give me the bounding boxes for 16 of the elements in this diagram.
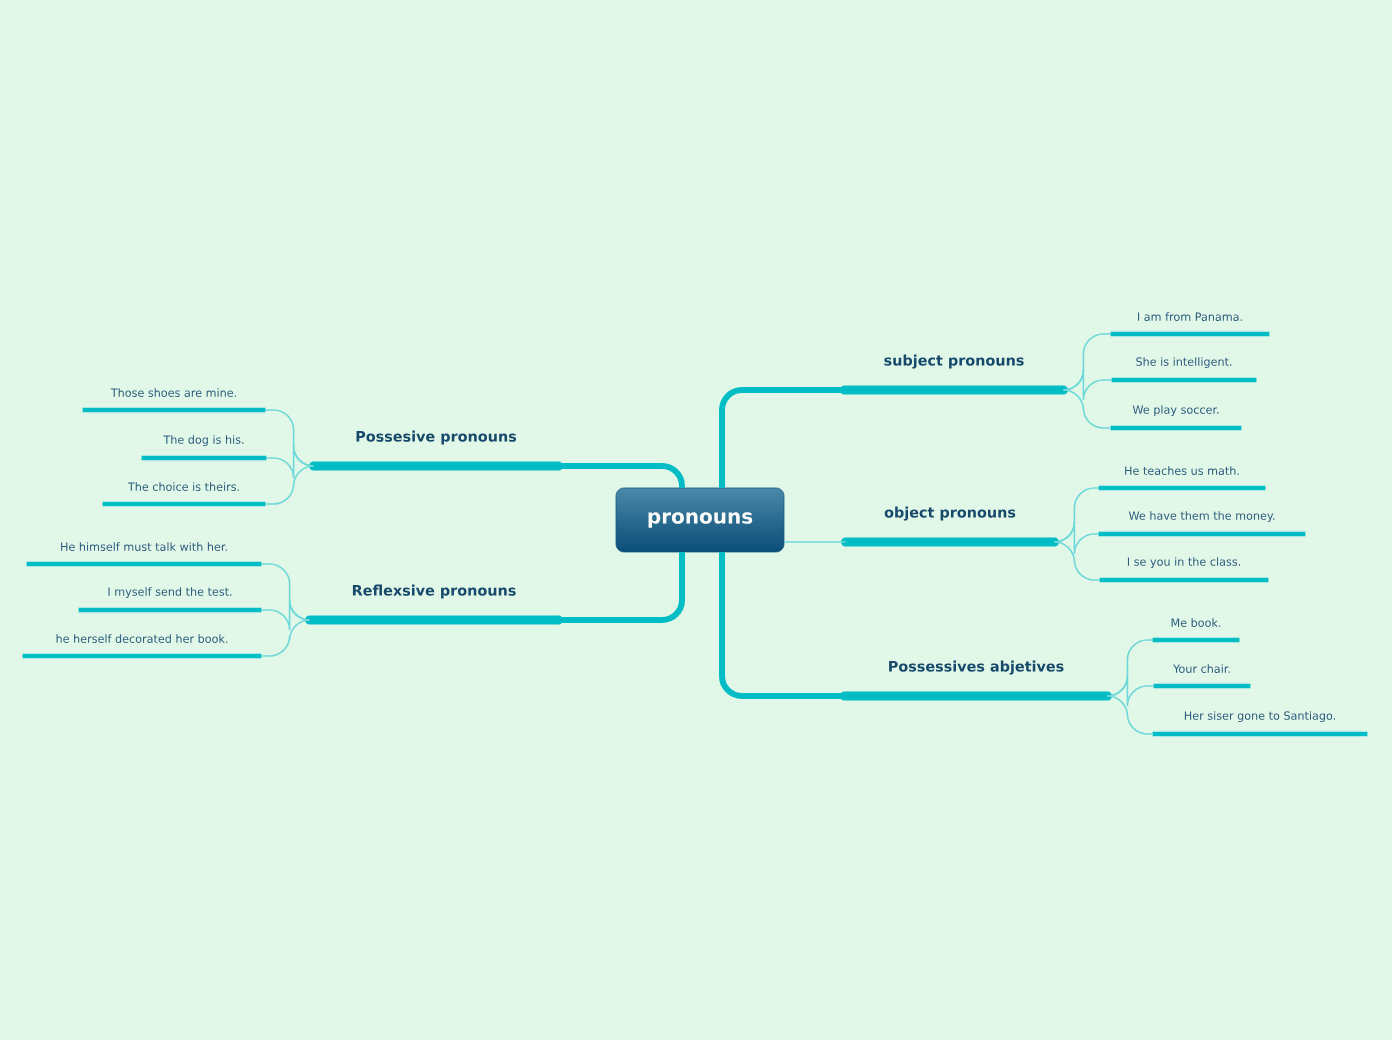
central-topic-box: pronouns bbox=[615, 487, 785, 553]
connector-line bbox=[265, 445, 315, 479]
connector-line bbox=[1106, 695, 1154, 735]
connector-line bbox=[558, 463, 685, 489]
connector-line bbox=[260, 619, 311, 657]
connector-line bbox=[719, 387, 845, 488]
connector-line bbox=[1053, 521, 1100, 555]
connector-line bbox=[719, 552, 845, 699]
connector-line bbox=[1053, 541, 1101, 581]
connector-line bbox=[1106, 675, 1155, 707]
connector-line bbox=[558, 552, 685, 623]
connector-line bbox=[1062, 369, 1113, 401]
connector-line bbox=[1062, 389, 1112, 429]
connector-line bbox=[264, 465, 315, 505]
connector-line bbox=[260, 599, 311, 631]
connector-line bbox=[783, 541, 847, 543]
